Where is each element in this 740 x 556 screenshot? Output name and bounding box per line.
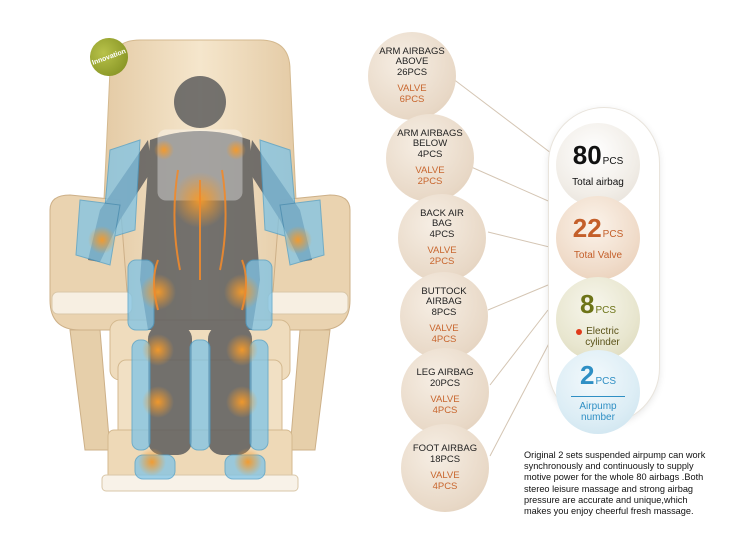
callout-name: BUTTOCK AIRBAG 8PCS [421, 285, 467, 318]
stat-unit: PCS [602, 156, 624, 167]
stat-total-airbag: 80PCS Total airbag [556, 123, 640, 207]
stat-total-valve: 22PCS Total Valve [556, 196, 640, 280]
callout-buttock-airbag: BUTTOCK AIRBAG 8PCS VALVE 4PCS [400, 272, 488, 360]
airflow-arrows [153, 169, 247, 311]
callout-arm-airbags-below: ARM AIRBAGS BELOW 4PCS VALVE 2PCS [386, 114, 474, 202]
stat-label: Total airbag [572, 177, 624, 188]
callout-name: FOOT AIRBAG 18PCS [412, 443, 478, 465]
callout-leg-airbag: LEG AIRBAG 20PCS VALVE 4PCS [401, 348, 489, 436]
stat-label: Airpump number [579, 400, 617, 423]
stat-value: 2 [579, 359, 595, 390]
callout-valve: VALVE 2PCS [415, 165, 445, 187]
callout-name: BACK AIR BAG 4PCS [420, 207, 464, 240]
divider [571, 395, 625, 397]
callout-valve: VALVE 2PCS [427, 245, 457, 267]
callout-valve: VALVE 4PCS [429, 323, 459, 345]
stat-value: 80 [572, 140, 602, 170]
callout-foot-airbag: FOOT AIRBAG 18PCS VALVE 4PCS [401, 424, 489, 512]
stat-unit: PCS [602, 229, 624, 240]
stat-label: Total Valve [573, 250, 623, 261]
red-dot-icon [576, 328, 583, 335]
stat-label: Electric cylinder [585, 325, 620, 348]
description-text: Original 2 sets suspended airpump can wo… [524, 450, 706, 517]
callout-name: ARM AIRBAGS ABOVE 26PCS [379, 45, 445, 78]
stat-value: 22 [572, 213, 602, 243]
callout-valve: VALVE 6PCS [397, 83, 427, 105]
callout-name: ARM AIRBAGS BELOW 4PCS [397, 127, 463, 160]
stat-unit: PCS [595, 304, 617, 316]
stat-airpump-number: 2PCS Airpump number [556, 350, 640, 434]
massage-heat-spots [88, 140, 312, 476]
callout-valve: VALVE 4PCS [430, 394, 460, 416]
stat-value: 8 [579, 288, 595, 319]
callout-arm-airbags-above: ARM AIRBAGS ABOVE 26PCS VALVE 6PCS [368, 32, 456, 120]
massage-chair-illustration [49, 39, 351, 492]
callout-valve: VALVE 4PCS [430, 470, 460, 492]
callout-back-air-bag: BACK AIR BAG 4PCS VALVE 2PCS [398, 194, 486, 282]
stat-electric-cylinder: 8PCS Electric cylinder [556, 277, 640, 361]
stat-unit: PCS [595, 375, 617, 387]
callout-name: LEG AIRBAG 20PCS [416, 367, 474, 389]
